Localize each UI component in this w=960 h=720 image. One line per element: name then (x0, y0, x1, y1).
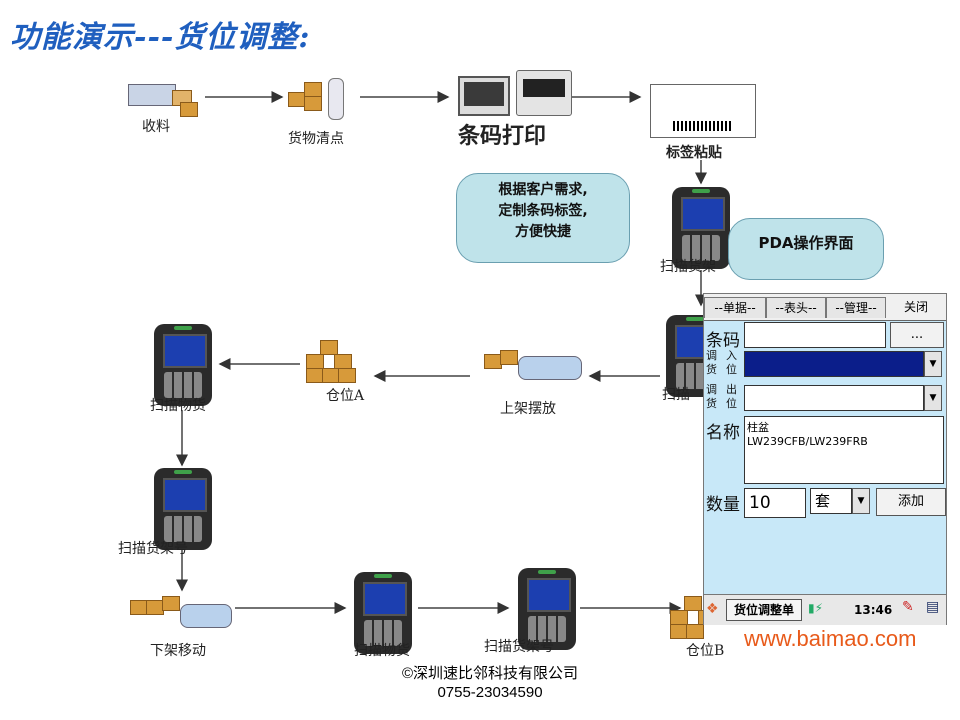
label-scan-goods-bottom: 扫描物货 (354, 643, 410, 659)
note-line-2: 定制条码标签, (498, 203, 588, 219)
pda-device-icon (354, 572, 412, 654)
pda-app-window: --单据-- --表头-- --管理-- 关闭 条码 ... 调 入 货 位 ▼… (703, 293, 947, 625)
in-label-char: 货 (706, 363, 717, 376)
pda-menu-tabs: --单据-- --表头-- --管理-- 关闭 (704, 294, 946, 321)
footer-phone: 0755-23034590 (437, 684, 543, 701)
label-scan-shelf-top: 扫描货架 (660, 259, 716, 275)
pda-device-icon (672, 187, 730, 269)
tab-close[interactable]: 关闭 (903, 300, 928, 314)
tab-manage[interactable]: --管理-- (826, 297, 886, 318)
quantity-label: 数量 (706, 495, 740, 515)
watermark-text: www.baimao.com (744, 626, 917, 651)
pda-device-icon (154, 468, 212, 550)
in-location-select[interactable] (744, 351, 924, 377)
label-scan-shelf-bottom: 扫描货架号 (484, 639, 554, 655)
tab-header[interactable]: --表头-- (766, 297, 826, 318)
battery-icon: ▮⚡ (808, 601, 824, 615)
in-label-char: 入 (726, 349, 737, 362)
label-location-a: 仓位A (326, 388, 365, 404)
product-name-line: 柱盆 (747, 421, 769, 434)
tab-document[interactable]: --单据-- (704, 297, 766, 318)
quantity-input[interactable]: 10 (744, 488, 806, 518)
out-label-char: 出 (726, 383, 737, 396)
label-location-b: 仓位B (686, 643, 725, 659)
label-shelve: 上架摆放 (500, 401, 556, 417)
pda-device-icon (518, 568, 576, 650)
pen-icon[interactable]: ✎ (902, 599, 914, 615)
barcode-label: 条码 (706, 331, 740, 351)
computer-icon (458, 76, 510, 116)
barcode-input[interactable] (744, 322, 886, 348)
product-model-line: LW239CFB/LW239FRB (747, 435, 868, 448)
out-label-char: 货 (706, 397, 717, 410)
product-name-field: 柱盆 LW239CFB/LW239FRB (744, 416, 944, 484)
unit-select[interactable]: 套 (810, 488, 852, 514)
label-scan-goods-left: 扫描物货 (150, 398, 206, 414)
add-button[interactable]: 添加 (876, 488, 946, 516)
barcode-label-icon (650, 84, 756, 138)
barcode-printer-icon (516, 70, 572, 116)
label-scan-mid: 扫描 (662, 387, 690, 403)
label-barcode-print: 条码打印 (458, 123, 547, 149)
in-label-char: 调 (706, 349, 717, 362)
label-goods-check: 货物清点 (288, 131, 344, 147)
chevron-down-icon[interactable]: ▼ (924, 385, 942, 411)
pda-device-icon (154, 324, 212, 406)
windows-start-icon[interactable]: ❖ (706, 601, 719, 617)
pda-title-text: PDA操作界面 (758, 234, 854, 252)
label-scan-shelf-left: 扫描货架号 (118, 541, 188, 557)
note-line-3: 方便快捷 (515, 224, 571, 240)
chevron-down-icon[interactable]: ▼ (924, 351, 942, 377)
page-title: 功能演示---货位调整: (10, 20, 311, 55)
note-line-1: 根据客户需求, (498, 182, 588, 198)
out-label-char: 位 (726, 397, 737, 410)
label-receive: 收料 (142, 119, 170, 135)
note-bubble: 根据客户需求, 定制条码标签, 方便快捷 (456, 173, 630, 263)
pda-taskbar: ❖ 货位调整单 ▮⚡ 13:46 ✎ ▤ (704, 594, 946, 625)
in-label-char: 位 (726, 363, 737, 376)
chevron-down-icon[interactable]: ▼ (852, 488, 870, 514)
keyboard-icon[interactable]: ▤ (926, 599, 940, 615)
out-location-select[interactable] (744, 385, 924, 411)
label-unshelve: 下架移动 (150, 643, 206, 659)
label-label-stick: 标签粘贴 (666, 145, 722, 161)
clock-text: 13:46 (854, 603, 893, 617)
barcode-browse-button[interactable]: ... (890, 322, 944, 348)
pda-title-bubble: PDA操作界面 (728, 218, 884, 280)
name-label: 名称 (706, 423, 740, 443)
taskbar-active-window[interactable]: 货位调整单 (726, 599, 802, 621)
footer-company: ©深圳速比邻科技有限公司 (401, 665, 579, 682)
out-label-char: 调 (706, 383, 717, 396)
